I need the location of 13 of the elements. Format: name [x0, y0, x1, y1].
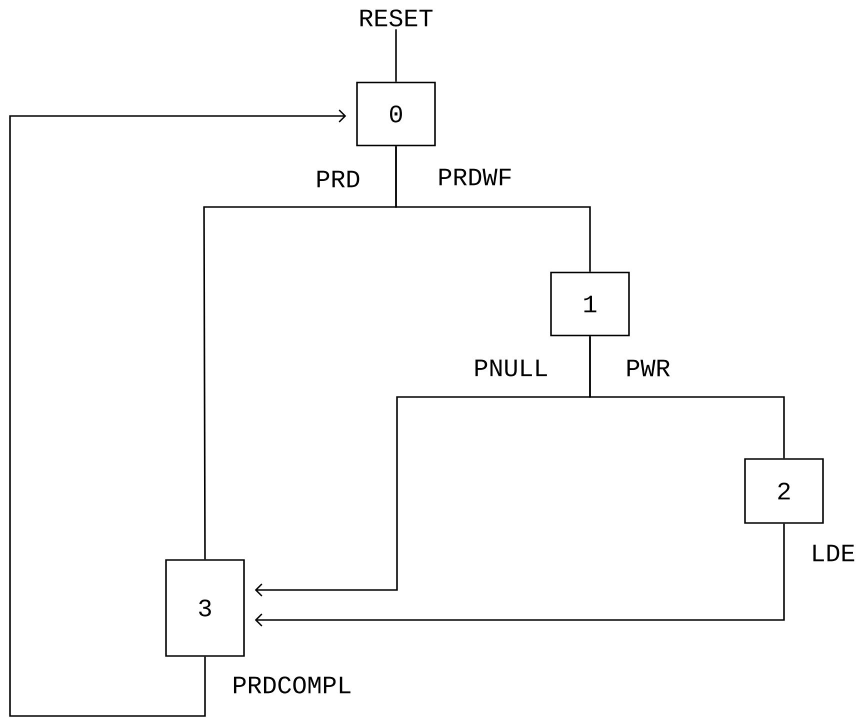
edge-label: PRDWF: [436, 168, 514, 186]
arrow: [254, 524, 785, 627]
arrow: [9, 109, 346, 717]
edge-label: PRDCOMPL: [231, 676, 354, 694]
state-label: RESET: [360, 10, 433, 26]
edge-label: LDE: [810, 544, 856, 562]
state-box: 2: [744, 458, 824, 524]
state-box: 3: [165, 559, 245, 657]
edge-label: PWR: [624, 358, 672, 378]
edge-label: PRD: [314, 170, 362, 188]
state-box: 0: [356, 82, 436, 146]
state-box: 1: [550, 272, 630, 336]
edge-label: PNULL: [472, 358, 550, 378]
